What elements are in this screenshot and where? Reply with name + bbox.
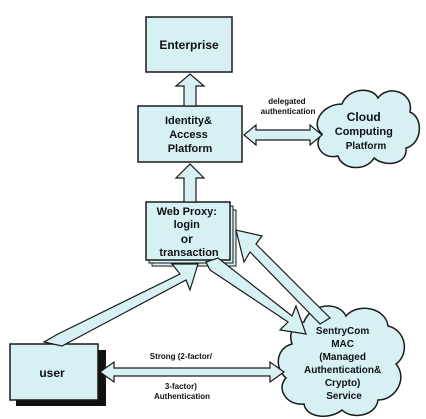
cloud-label-line: Computing [335, 126, 393, 138]
arrow-user-to-proxy [42, 263, 199, 347]
arrow-proxy-to-sentrycom [205, 257, 307, 335]
arrow-proxy-to-identity [174, 163, 206, 203]
enterprise-box [145, 16, 233, 73]
arrow-sentrycom-to-proxy [235, 229, 331, 325]
arrow-identity-to-enterprise [174, 73, 206, 107]
sentrycom-label: SentryCom MAC (Managed Authentication& C… [304, 326, 384, 402]
webproxy-label-line: transaction [159, 247, 219, 259]
user-box [9, 343, 99, 401]
identity-label-line: Platform [168, 143, 213, 155]
sentrycom-label-line: (Managed [319, 352, 366, 363]
sentrycom-label-line: Authentication& [304, 365, 381, 376]
strong-auth-label-line: Authentication [154, 392, 210, 401]
identity-access-box [137, 105, 243, 163]
strong-auth-label: Strong (2-factor/ 3-factor) Authenticati… [150, 352, 214, 401]
webproxy-label: Web Proxy: login or transaction [157, 202, 222, 259]
sentrycom-label-line: Service [326, 391, 362, 402]
arrow-user-sentrycom [98, 360, 286, 384]
strong-auth-label-line: 3-factor) [165, 382, 197, 391]
delegated-auth-label: delegated authentication [261, 97, 316, 116]
cloud-label-line: Cloud [347, 110, 381, 124]
strong-auth-label-line: Strong (2-factor/ [150, 352, 213, 361]
webproxy-box [145, 201, 231, 261]
identity-label-line: Identity& [165, 115, 212, 127]
sentrycom-cloud [277, 305, 406, 417]
identity-label-line: Access [169, 129, 208, 141]
enterprise-label: Enterprise [159, 38, 219, 52]
cloud-label-line: Platform [346, 141, 387, 152]
user-label: user [39, 366, 65, 380]
webproxy-label-line: login [174, 219, 201, 231]
webproxy-label-line: or [181, 232, 193, 246]
cloud-label: Cloud Computing Platform [335, 108, 398, 152]
delegated-auth-label-line: delegated [268, 97, 305, 106]
enterprise-label-line: Enterprise [159, 38, 219, 52]
sentrycom-label-line: SentryCom [316, 326, 369, 337]
arrow-identity-cloud [243, 123, 323, 147]
sentrycom-label-line: Crypto) [325, 378, 361, 389]
webproxy-label-line: Web Proxy: [157, 206, 217, 218]
identity-label: Identity& Access Platform [165, 115, 215, 155]
delegated-auth-label-line: authentication [261, 107, 316, 116]
sentrycom-label-line: MAC [331, 339, 354, 350]
user-label-line: user [39, 366, 65, 380]
